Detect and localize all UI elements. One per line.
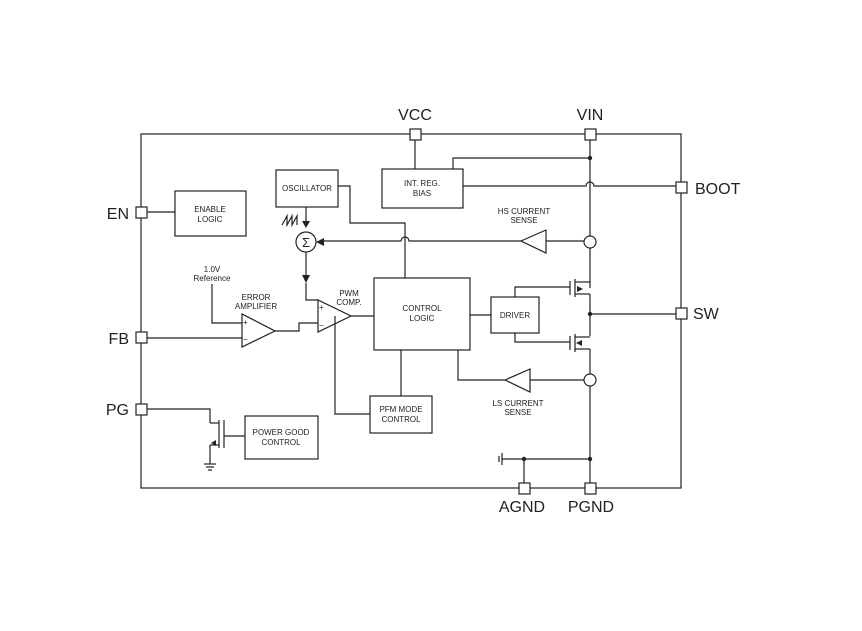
arrow-icon bbox=[302, 221, 310, 228]
oscillator-label: OSCILLATOR bbox=[282, 184, 332, 193]
arrow-icon bbox=[316, 238, 324, 246]
ls-sense-label-1: LS CURRENT bbox=[492, 399, 543, 408]
summing-junction: Σ bbox=[295, 231, 317, 253]
junction-dot bbox=[587, 456, 593, 462]
pin-vin: VIN bbox=[577, 107, 604, 141]
sawtooth-icon bbox=[281, 213, 298, 228]
pin-sw: SW bbox=[675, 306, 720, 323]
summing-symbol: Σ bbox=[302, 235, 310, 250]
ls-sense-label-2: SENSE bbox=[504, 408, 531, 417]
junction-dot bbox=[587, 155, 593, 161]
pfm-mode-control-block: PFM MODE CONTROL bbox=[369, 395, 433, 434]
pin-pg-label: PG bbox=[106, 402, 129, 419]
enable-logic-block: ENABLE LOGIC bbox=[174, 190, 247, 237]
hs-sense-label-1: HS CURRENT bbox=[498, 207, 551, 216]
power-good-label-1: POWER GOOD bbox=[253, 428, 310, 437]
pfm-mode-label-2: CONTROL bbox=[381, 415, 421, 424]
oscillator-block: OSCILLATOR bbox=[275, 169, 339, 208]
pin-vin-label: VIN bbox=[577, 107, 604, 124]
junction-dot bbox=[587, 311, 593, 317]
pwm-comp-plus: + bbox=[319, 303, 324, 312]
pin-boot: BOOT bbox=[675, 181, 741, 198]
pwm-comp-minus: − bbox=[319, 321, 324, 330]
driver-label: DRIVER bbox=[500, 311, 530, 320]
int-reg-label-2: BIAS bbox=[413, 189, 431, 198]
pin-boot-label: BOOT bbox=[695, 181, 741, 198]
hs-sense-label-2: SENSE bbox=[510, 216, 537, 225]
hs-current-sense-amp bbox=[519, 229, 547, 254]
driver-block: DRIVER bbox=[490, 296, 540, 334]
control-logic-label-1: CONTROL bbox=[402, 304, 442, 313]
power-good-control-block: POWER GOOD CONTROL bbox=[244, 415, 319, 460]
arrow-icon bbox=[302, 275, 310, 283]
pfm-mode-label-1: PFM MODE bbox=[379, 405, 422, 414]
pin-vcc-label: VCC bbox=[398, 107, 432, 124]
control-logic-label-2: LOGIC bbox=[410, 314, 435, 323]
wires bbox=[147, 140, 676, 483]
int-reg-label-1: INT. REG. bbox=[404, 179, 440, 188]
reference-label-1: 1.0V bbox=[204, 265, 221, 274]
junction-dot bbox=[521, 456, 527, 462]
error-amp-minus: − bbox=[243, 335, 248, 344]
error-amplifier: + − bbox=[241, 313, 277, 348]
arrow-icon bbox=[576, 340, 582, 346]
pwm-comp-label-1: PWM bbox=[339, 289, 359, 298]
control-logic-block: CONTROL LOGIC bbox=[373, 277, 471, 351]
hs-sense-tap-icon bbox=[583, 235, 597, 249]
pin-fb-label: FB bbox=[109, 331, 129, 348]
error-amp-plus: + bbox=[243, 318, 248, 327]
pin-vcc: VCC bbox=[398, 107, 432, 141]
enable-logic-label-2: LOGIC bbox=[198, 215, 223, 224]
pwm-comp-label-2: COMP. bbox=[336, 298, 361, 307]
power-good-label-2: CONTROL bbox=[261, 438, 301, 447]
pin-pgnd-label: PGND bbox=[568, 499, 614, 516]
ls-sense-tap-icon bbox=[583, 373, 597, 387]
pin-agnd-label: AGND bbox=[499, 499, 545, 516]
pin-en-label: EN bbox=[107, 206, 129, 223]
reference-label-2: Reference bbox=[194, 274, 231, 283]
enable-logic-label-1: ENABLE bbox=[194, 205, 226, 214]
error-amplifier-label-1: ERROR bbox=[242, 293, 271, 302]
arrow-icon bbox=[211, 440, 216, 446]
arrow-icon bbox=[577, 286, 583, 292]
int-reg-bias-block: INT. REG. BIAS bbox=[381, 168, 464, 209]
pin-sw-label: SW bbox=[693, 306, 720, 323]
error-amplifier-label-2: AMPLIFIER bbox=[235, 302, 277, 311]
ls-current-sense-amp bbox=[503, 368, 531, 393]
